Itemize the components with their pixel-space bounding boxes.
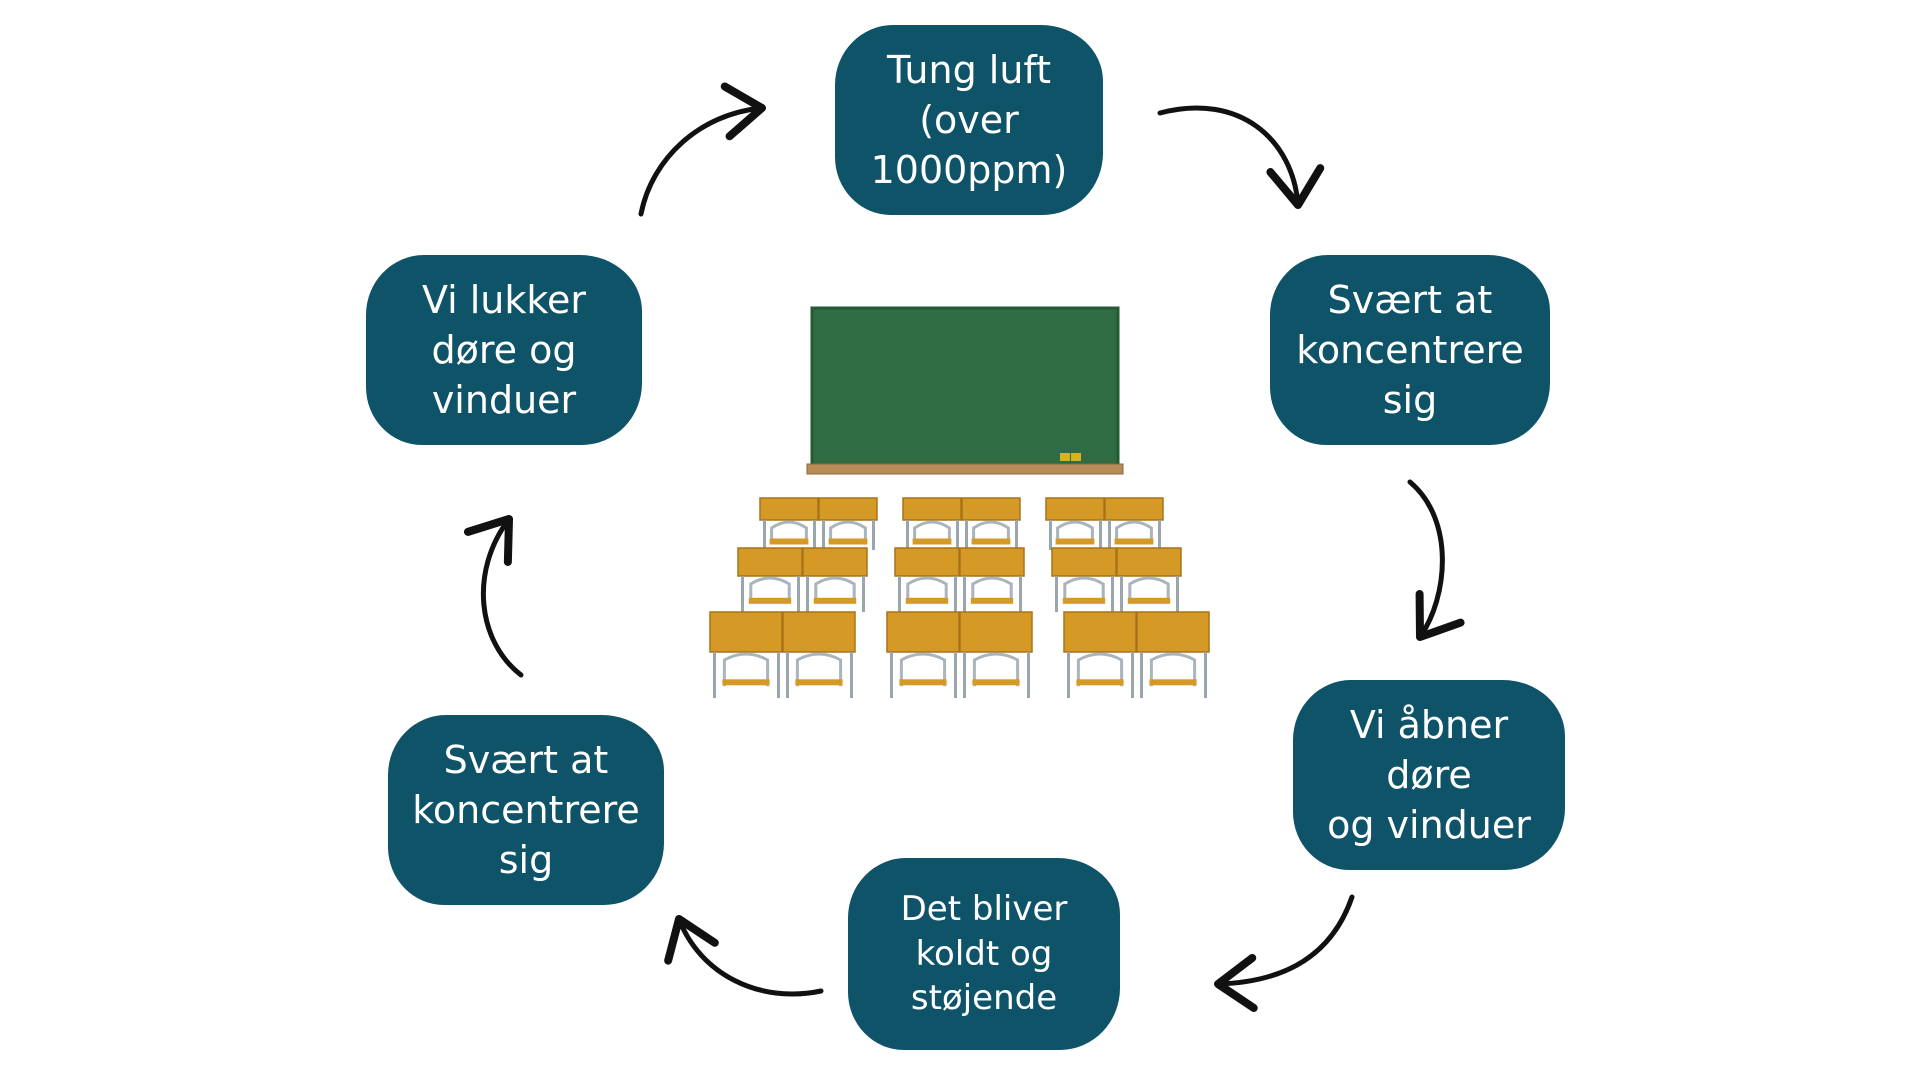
desk <box>1063 611 1137 698</box>
desk-grid <box>709 497 1210 698</box>
desk <box>802 547 868 612</box>
cycle-node-text: Det bliver koldt og støjende <box>900 888 1068 1019</box>
cycle-node-vi-abner: Vi åbner døre og vinduer <box>1293 680 1565 870</box>
desk <box>782 611 856 698</box>
arrow-left-lower-to-left-upper <box>463 515 524 678</box>
cycle-node-koldt-og-stojende: Det bliver koldt og støjende <box>848 858 1120 1050</box>
blackboard <box>806 306 1124 475</box>
desk <box>1136 611 1210 698</box>
cycle-node-text: Tung luft (over 1000ppm) <box>870 47 1068 193</box>
desk <box>709 611 783 698</box>
desk <box>1104 497 1164 550</box>
desk <box>959 547 1025 612</box>
cycle-node-text: Vi lukker døre og vinduer <box>421 277 587 423</box>
cycle-node-svaert-at-koncentrere-right: Svært at koncentrere sig <box>1270 255 1550 445</box>
desk <box>959 611 1033 698</box>
desk <box>1116 547 1182 612</box>
desk <box>1045 497 1105 550</box>
desk <box>886 611 960 698</box>
arrow-right-lower-to-bottom <box>1214 894 1355 1012</box>
desk <box>818 497 878 550</box>
cycle-node-tung-luft: Tung luft (over 1000ppm) <box>835 25 1103 215</box>
arrow-right-upper-to-right-lower <box>1407 479 1465 641</box>
cycle-node-vi-lukker: Vi lukker døre og vinduer <box>366 255 642 445</box>
desk <box>1051 547 1117 612</box>
desk <box>894 547 960 612</box>
arrow-left-upper-to-top <box>638 82 766 217</box>
desk <box>961 497 1021 550</box>
desk <box>902 497 962 550</box>
cycle-node-text: Vi åbner døre og vinduer <box>1327 702 1531 848</box>
cycle-node-text: Svært at koncentrere sig <box>412 737 640 883</box>
desk <box>759 497 819 550</box>
arrow-bottom-to-left-lower <box>664 915 824 997</box>
arrow-top-to-right-upper <box>1157 105 1325 209</box>
cycle-node-text: Svært at koncentrere sig <box>1296 277 1524 423</box>
desk <box>737 547 803 612</box>
cycle-node-svaert-at-koncentrere-left: Svært at koncentrere sig <box>388 715 664 905</box>
